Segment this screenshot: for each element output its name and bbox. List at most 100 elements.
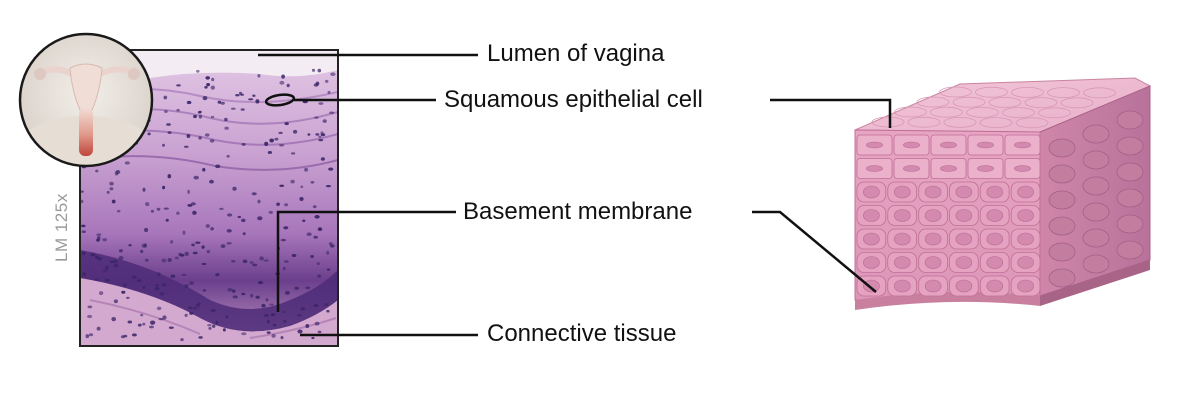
nucleus xyxy=(206,250,210,254)
nucleus xyxy=(284,122,289,126)
nucleus xyxy=(284,203,289,207)
nucleus xyxy=(220,244,226,249)
cell-nucleus xyxy=(1017,232,1034,246)
surface-cell xyxy=(907,116,941,128)
nucleus xyxy=(232,186,237,191)
leader-squamous-right xyxy=(770,98,892,128)
nucleus xyxy=(140,249,144,254)
nucleus xyxy=(242,232,246,236)
nucleus xyxy=(276,202,280,206)
cell-nucleus xyxy=(893,209,911,222)
side-cell xyxy=(1082,124,1110,144)
side-cell xyxy=(1082,150,1110,170)
cell-nucleus xyxy=(893,256,911,269)
label-squamous-epithelial-cell: Squamous epithelial cell xyxy=(444,86,703,113)
nucleus xyxy=(255,99,260,104)
leader-basement-left xyxy=(276,210,456,312)
surface-cell xyxy=(939,86,972,98)
nucleus xyxy=(310,255,314,258)
nucleus xyxy=(264,313,269,318)
cell-nucleus xyxy=(924,256,942,269)
nucleus xyxy=(182,230,186,235)
cell-nucleus xyxy=(863,185,880,199)
cell-nucleus xyxy=(866,165,883,172)
label-basement-membrane: Basement membrane xyxy=(463,198,693,225)
nucleus xyxy=(285,291,290,295)
nucleus xyxy=(96,233,102,237)
nucleus xyxy=(231,107,236,110)
nucleus xyxy=(265,298,269,302)
nucleus xyxy=(161,258,167,263)
nucleus xyxy=(242,259,248,264)
nucleus xyxy=(318,135,322,138)
surface-cell xyxy=(966,107,999,118)
nucleus xyxy=(224,117,228,122)
nucleus xyxy=(167,174,172,179)
nucleus xyxy=(144,258,149,262)
tissue-block-illustration xyxy=(854,77,1152,310)
cell-nucleus xyxy=(863,232,880,246)
nucleus xyxy=(255,295,260,299)
nucleus xyxy=(210,115,215,119)
side-cell xyxy=(1116,162,1144,182)
nucleus xyxy=(109,260,115,263)
nucleus xyxy=(97,257,102,261)
nucleus xyxy=(328,242,333,246)
nucleus xyxy=(227,213,233,217)
nucleus xyxy=(192,251,198,255)
nucleus xyxy=(205,224,210,228)
nucleus xyxy=(128,244,132,247)
nucleus xyxy=(106,190,110,194)
nucleus xyxy=(314,116,319,119)
side-cell xyxy=(1048,216,1076,236)
nucleus xyxy=(85,334,90,339)
surface-cell xyxy=(1038,107,1071,119)
nucleus xyxy=(80,199,84,204)
nucleus xyxy=(284,260,289,263)
nucleus xyxy=(193,175,199,180)
nucleus xyxy=(210,309,216,312)
nucleus xyxy=(197,302,201,306)
nucleus xyxy=(251,192,257,196)
nucleus xyxy=(313,235,319,239)
cell-nucleus xyxy=(903,141,920,149)
nucleus xyxy=(142,322,146,326)
nucleus xyxy=(215,320,219,325)
cell-nucleus xyxy=(940,141,957,149)
nucleus xyxy=(316,262,320,266)
nucleus xyxy=(225,315,229,319)
nucleus xyxy=(90,253,96,257)
nucleus xyxy=(109,181,114,186)
nucleus xyxy=(96,326,101,331)
nucleus xyxy=(263,259,269,262)
nucleus xyxy=(326,250,330,255)
label-connective-tissue: Connective tissue xyxy=(487,320,677,347)
nucleus xyxy=(174,256,179,260)
nucleus xyxy=(280,238,286,242)
nucleus xyxy=(248,98,254,101)
nucleus xyxy=(202,167,206,172)
nucleus xyxy=(317,274,322,278)
nucleus xyxy=(227,287,233,292)
nucleus xyxy=(241,332,247,336)
nucleus xyxy=(201,262,207,266)
nucleus xyxy=(257,216,263,221)
nucleus xyxy=(124,161,130,165)
nucleus xyxy=(290,179,295,184)
nucleus xyxy=(219,207,224,210)
nucleus xyxy=(269,303,274,306)
nucleus xyxy=(189,281,194,285)
nucleus xyxy=(320,157,325,161)
nucleus xyxy=(267,319,270,324)
nucleus xyxy=(198,114,202,119)
nucleus xyxy=(140,313,144,317)
nucleus xyxy=(150,320,156,325)
nucleus xyxy=(180,338,184,342)
cell-nucleus xyxy=(893,232,911,246)
nucleus xyxy=(198,110,202,114)
nucleus xyxy=(114,171,119,176)
nucleus xyxy=(237,215,242,219)
nucleus xyxy=(224,126,229,130)
nucleus xyxy=(193,114,197,119)
nucleus xyxy=(232,295,238,299)
